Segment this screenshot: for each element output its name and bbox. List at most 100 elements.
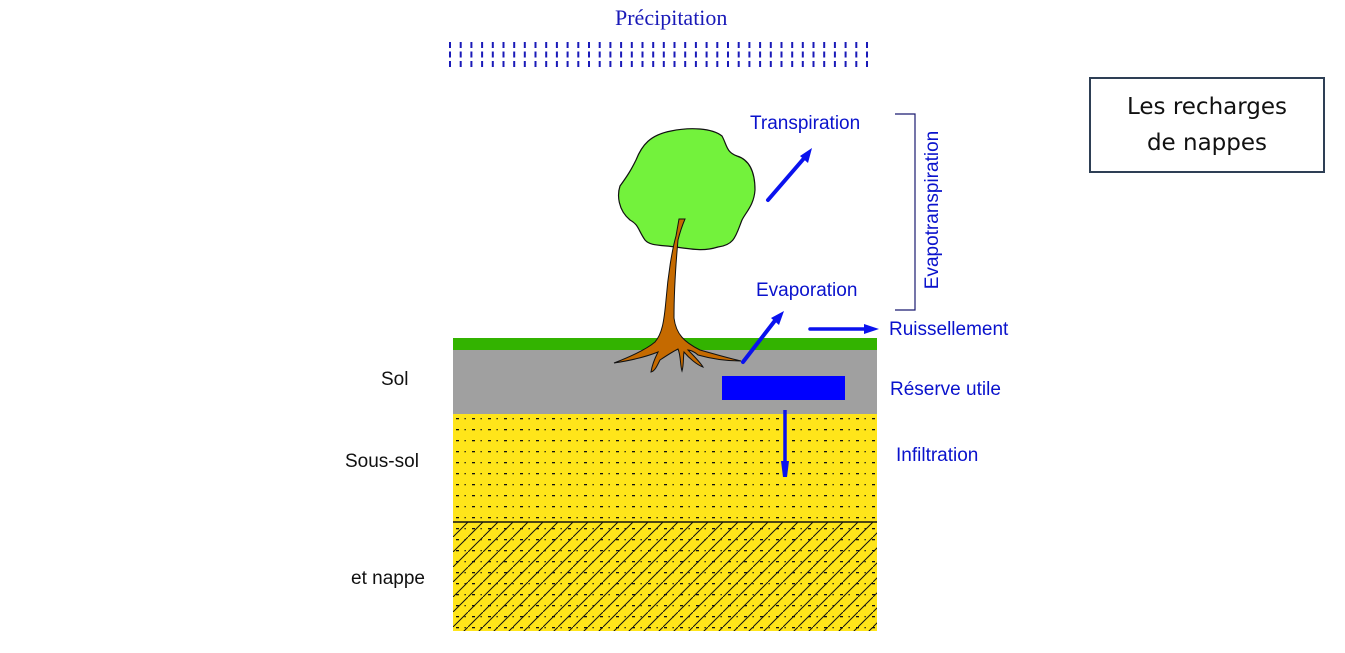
ruissellement-arrow [808, 324, 879, 334]
rain-drop [705, 51, 708, 58]
rain-drop [545, 61, 548, 67]
rain-drop [513, 51, 516, 58]
evaporation-arrow [741, 311, 784, 364]
rain-drop [759, 42, 762, 48]
rain-drop [759, 61, 762, 67]
reserve-utile-box [722, 376, 845, 400]
rain-drop [705, 61, 708, 67]
rain-drop [801, 61, 804, 67]
rain-drop [609, 42, 612, 48]
rain-drop [716, 61, 719, 67]
rain-drop [737, 61, 740, 67]
rain-drop [523, 51, 526, 58]
rain-drop [534, 42, 537, 48]
rain-drop [555, 51, 558, 58]
rain-drop [534, 51, 537, 58]
rain-drop [748, 51, 751, 58]
rain-drop [662, 51, 665, 58]
rain-drop [630, 61, 633, 67]
rain-drop [641, 61, 644, 67]
rain-drop [459, 51, 462, 58]
rain-drop [598, 61, 601, 67]
rain-drop [833, 42, 836, 48]
rain-drop [855, 42, 858, 48]
rain-drop [502, 42, 505, 48]
rain-drop [823, 51, 826, 58]
rain-drop [609, 51, 612, 58]
title-line-1: Les recharges [1126, 94, 1288, 120]
rain-drop [801, 51, 804, 58]
evaporation-label: Evaporation [756, 280, 858, 301]
rain-drop [652, 61, 655, 67]
rain-drop [491, 61, 494, 67]
title-box: Les recharges de nappes [1089, 77, 1325, 173]
rain-drop [662, 61, 665, 67]
tree-foliage [618, 128, 756, 251]
rain-drop [588, 51, 590, 58]
rain-drop [769, 61, 772, 67]
reserve-utile-label: Réserve utile [890, 379, 1001, 400]
rain-drop [566, 61, 569, 67]
rain-drop [855, 51, 858, 58]
infiltration-label: Infiltration [896, 445, 979, 466]
rain-drop [833, 51, 836, 58]
rain-drop [694, 61, 697, 67]
rain-drop [630, 51, 633, 58]
rain-drop [502, 61, 505, 67]
rain-drop [780, 51, 783, 58]
rain-drop [716, 51, 719, 58]
rain-drop [513, 61, 516, 67]
rain-drop [812, 42, 815, 48]
rain-drop [823, 42, 826, 48]
rain-drop [470, 61, 473, 67]
rain-drop [555, 42, 558, 48]
rain-drop [620, 51, 623, 58]
rain-drop [620, 61, 623, 67]
rain-drop [737, 51, 740, 58]
rain-drop [844, 51, 847, 58]
rain-drop [673, 42, 676, 48]
rain-drop [641, 42, 644, 48]
rain-drop [727, 42, 729, 48]
rain-drop [491, 42, 494, 48]
rain-drop [513, 42, 516, 48]
rain-drop [577, 42, 580, 48]
rain-drop [727, 61, 729, 67]
aquifer-hatching [453, 522, 877, 631]
rain-drop [577, 61, 580, 67]
transpiration-label: Transpiration [750, 113, 861, 134]
rain-drop [791, 51, 794, 58]
rain-drop [662, 42, 665, 48]
rain-drop [598, 51, 601, 58]
rain-drop [459, 61, 462, 67]
rain-drop [769, 51, 772, 58]
rain-drop [577, 51, 580, 58]
rain-drop [801, 42, 804, 48]
layer-label-sol: Sol [381, 369, 409, 390]
rain-drop [812, 51, 815, 58]
rain-drop [866, 51, 868, 58]
rain-drop [545, 42, 548, 48]
rain-drop [566, 42, 569, 48]
rain-drop [523, 42, 526, 48]
rain-drop [609, 61, 612, 67]
rain-drop [791, 61, 794, 67]
rain-drop [459, 42, 462, 48]
rain-drop [812, 61, 815, 67]
rain-drop [598, 42, 601, 48]
rain-drop [769, 42, 772, 48]
rain-drop [780, 61, 783, 67]
rain-drop [545, 51, 548, 58]
rain-drop [588, 42, 590, 48]
rain-drop [491, 51, 494, 58]
evapotranspiration-bracket [895, 113, 916, 311]
rain-drop [673, 61, 676, 67]
layer-label-nappe: et nappe [351, 568, 425, 589]
rain-drop [759, 51, 762, 58]
rain-drop [844, 61, 847, 67]
rain-drop [449, 51, 451, 58]
subsoil-dots [453, 414, 877, 522]
rain-drop [481, 61, 484, 67]
